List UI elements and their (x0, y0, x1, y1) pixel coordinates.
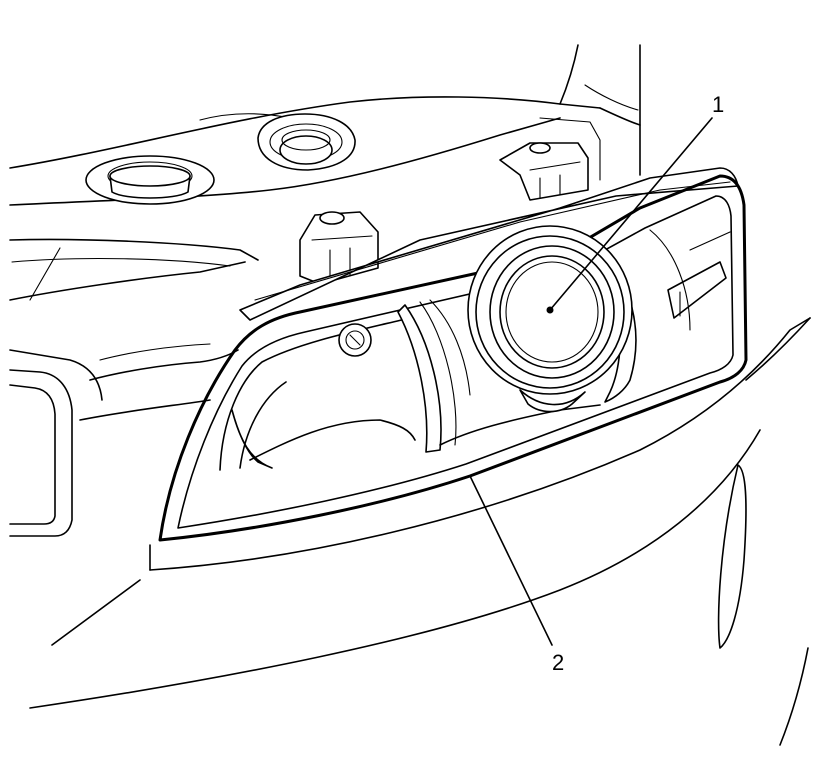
callout-1: 1 (549, 92, 724, 311)
callout-2-label: 2 (552, 650, 564, 675)
headlamp-assembly (158, 167, 748, 542)
engine-compartment (9, 44, 641, 301)
callout-2: 2 (469, 475, 564, 675)
mounting-bracket-right (499, 142, 589, 201)
callout-1-label: 1 (712, 92, 724, 117)
front-fascia (9, 317, 811, 746)
